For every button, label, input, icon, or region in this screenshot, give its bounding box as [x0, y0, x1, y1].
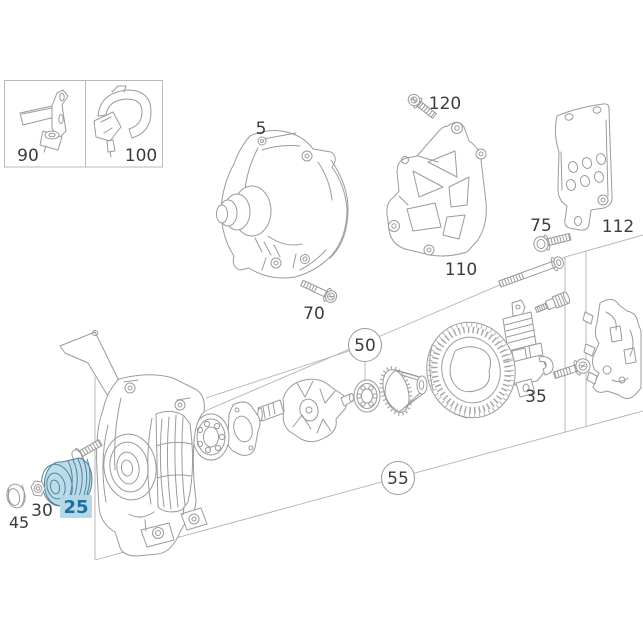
rotor-drawing [257, 378, 354, 443]
retainer-plate-drawing [227, 401, 261, 456]
cap-45-drawing [6, 483, 26, 509]
front-housing-drawing [59, 330, 208, 557]
rectifier-drawing [582, 299, 642, 399]
part-label-90[interactable]: 90 [17, 146, 39, 166]
bracket-112-drawing [554, 103, 613, 231]
leader-lines-50 [205, 350, 366, 399]
bolt-120-drawing [407, 93, 437, 119]
part-label-75[interactable]: 75 [530, 216, 552, 236]
part-label-55[interactable]: 55 [387, 469, 409, 489]
bracket-90-drawing [19, 89, 69, 153]
part-label-100[interactable]: 100 [125, 146, 157, 166]
bolt-70-drawing [300, 279, 338, 303]
callout-55[interactable]: 55 [381, 461, 415, 495]
part-label-110[interactable]: 110 [445, 260, 477, 280]
nut-30-drawing [30, 480, 46, 497]
part-label-70[interactable]: 70 [303, 304, 325, 324]
pulley-25-drawing[interactable] [38, 457, 93, 509]
bolt-75-drawing [533, 232, 572, 252]
part-label-120[interactable]: 120 [429, 94, 461, 114]
carrier-bracket-110-drawing [386, 121, 487, 257]
part-label-5[interactable]: 5 [256, 119, 267, 139]
stator-drawing [426, 321, 516, 419]
slip-ring-cone-drawing [379, 366, 428, 416]
part-label-35[interactable]: 35 [525, 387, 547, 407]
part-label-112[interactable]: 112 [602, 217, 634, 237]
long-bolt-drawing [498, 256, 564, 288]
part-label-45[interactable]: 45 [9, 513, 29, 532]
alternator-drawing [216, 130, 349, 279]
callout-50[interactable]: 50 [348, 328, 382, 362]
part-label-50[interactable]: 50 [354, 336, 376, 356]
part-label-25-highlighted[interactable]: 25 [60, 495, 92, 518]
inset-boxes [4, 80, 163, 168]
clamp-100-drawing [93, 85, 152, 158]
suppressor-drawing [534, 291, 571, 313]
part-label-25[interactable]: 25 [63, 497, 88, 518]
short-bolt-drawing [552, 358, 591, 379]
rear-bearing-drawing [353, 379, 381, 413]
regulator-35-drawing [502, 299, 554, 398]
part-label-30[interactable]: 30 [31, 501, 53, 521]
